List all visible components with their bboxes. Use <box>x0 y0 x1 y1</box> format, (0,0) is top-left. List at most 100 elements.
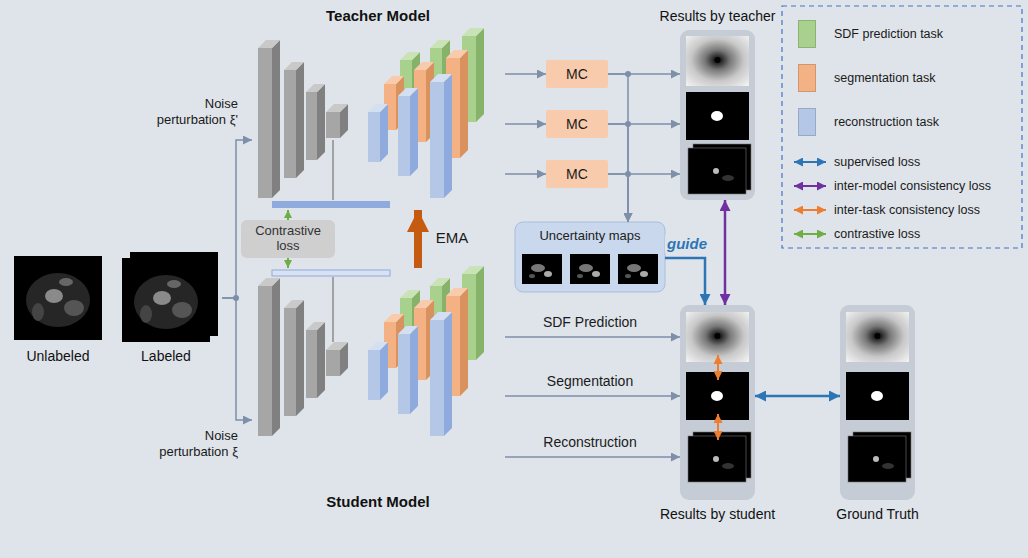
layer-side <box>460 288 468 396</box>
layer-block <box>306 92 317 160</box>
layer-top <box>430 312 452 320</box>
legend-line-sample <box>794 233 826 235</box>
result-panel: Results by teacher <box>680 30 755 200</box>
layer-top <box>398 88 418 96</box>
layer-top <box>414 62 434 70</box>
box-label: Contrastive loss <box>249 224 327 254</box>
legend-text: SDF prediction task <box>834 27 943 42</box>
connector <box>505 123 546 125</box>
connector <box>505 336 680 338</box>
node-label: Results by teacher <box>660 8 776 25</box>
connector <box>222 140 252 298</box>
layer-block <box>258 286 272 436</box>
bottleneck-link <box>332 277 334 342</box>
mc-box: MC <box>546 110 608 138</box>
layer-side <box>296 62 304 178</box>
bottleneck-link <box>332 140 334 200</box>
connector <box>414 210 422 268</box>
layer-top <box>368 104 388 112</box>
node-label: Teacher Model <box>326 7 430 25</box>
contrastive-box: Contrastive loss <box>241 220 335 258</box>
layer-top <box>284 62 304 70</box>
segmentation-image <box>686 92 749 140</box>
layer-top <box>384 76 404 84</box>
layer-side <box>410 326 418 414</box>
layer-side <box>380 342 388 400</box>
student-network: Student Model <box>252 268 505 490</box>
layer-side <box>317 84 325 160</box>
connector <box>608 124 628 222</box>
uncertainty-ground <box>515 222 665 292</box>
layer-top <box>430 278 450 286</box>
connector <box>608 174 628 222</box>
layer-top <box>284 300 304 308</box>
layer-top <box>258 40 280 48</box>
layer-block <box>306 330 317 398</box>
uncertainty-image <box>522 254 562 284</box>
layer-block <box>326 112 340 138</box>
layer-side <box>476 266 484 360</box>
inter-task-arrow <box>717 414 719 440</box>
legend-text: inter-task consistency loss <box>834 203 980 218</box>
node-label: Labeled <box>141 348 191 365</box>
panel-ground <box>680 305 755 500</box>
layer-top <box>446 288 468 296</box>
edge-label: Segmentation <box>545 373 635 390</box>
sdf-image <box>846 312 909 362</box>
legend-text: reconstruction task <box>834 115 939 130</box>
legend-text: contrastive loss <box>834 227 920 242</box>
connector <box>505 173 546 175</box>
connector <box>287 210 289 220</box>
legend-text: supervised loss <box>834 155 920 170</box>
node-label: Uncertainty maps <box>539 228 640 244</box>
box-label: MC <box>566 166 588 183</box>
mri-image <box>14 256 102 340</box>
layer-block <box>430 82 444 198</box>
uncertainty-image <box>618 254 658 284</box>
layer-side <box>272 40 280 198</box>
legend-swatch <box>798 20 816 48</box>
layer-side <box>410 88 418 176</box>
edge-label: Reconstruction <box>541 434 638 451</box>
mri-image <box>122 258 210 342</box>
reconstruction-image <box>848 432 911 482</box>
result-panel: Results by student <box>680 305 755 500</box>
layer-top <box>430 40 450 48</box>
edge-label: guide <box>665 235 709 253</box>
connector <box>505 73 546 75</box>
feature-bar <box>272 270 390 276</box>
layer-side <box>380 104 388 162</box>
mc-box: MC <box>546 160 608 188</box>
layer-top <box>462 28 484 36</box>
edge-label: EMA <box>434 229 471 247</box>
layer-side <box>476 28 484 122</box>
node-label: Results by student <box>660 506 775 523</box>
layer-top <box>430 74 452 82</box>
connector <box>505 456 680 458</box>
layer-block <box>368 112 380 162</box>
reconstruction-image <box>688 432 751 482</box>
node-label: Ground Truth <box>836 506 919 523</box>
layer-top <box>400 290 420 298</box>
connector <box>665 258 705 305</box>
legend-text: segmentation task <box>834 71 935 86</box>
ground-truth-panel: Ground Truth <box>840 305 915 500</box>
legend-line-sample <box>794 185 826 187</box>
layer-top <box>306 322 325 330</box>
layer-top <box>326 104 348 112</box>
input-images: UnlabeledLabeled <box>10 250 222 342</box>
layer-block <box>258 48 272 198</box>
layer-top <box>414 300 434 308</box>
edge-label: SDF Prediction <box>541 314 639 331</box>
connector <box>608 74 628 222</box>
sdf-image <box>686 36 749 86</box>
layer-block <box>398 334 410 414</box>
legend-text: inter-model consistency loss <box>834 179 991 194</box>
segmentation-image <box>846 372 909 420</box>
node-label: Student Model <box>326 493 429 511</box>
legend-line-sample <box>794 161 826 163</box>
legend-swatch <box>798 108 816 136</box>
inter-task-arrow <box>717 355 719 380</box>
connector <box>222 298 252 420</box>
layer-top <box>258 278 280 286</box>
